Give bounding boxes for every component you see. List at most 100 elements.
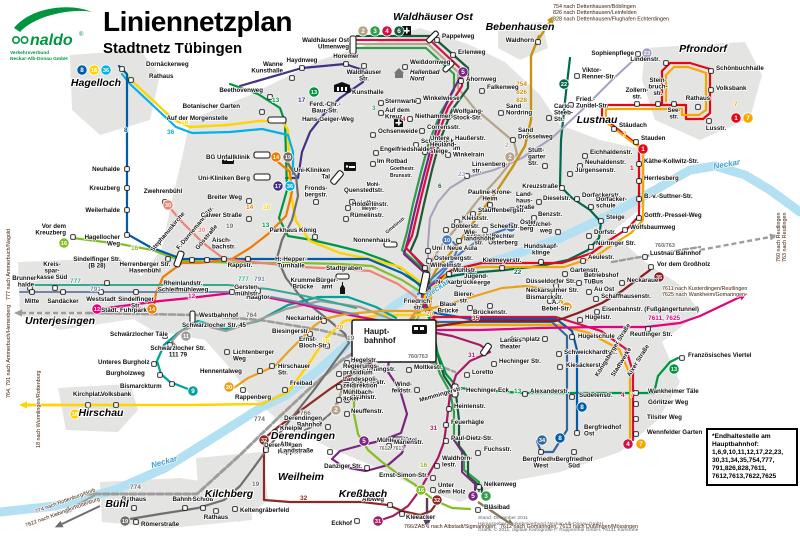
stop-tick (576, 280, 582, 286)
stop-label: Doblerstr. (451, 223, 480, 230)
stop-label: Eisenbahnstr. (Fußgängertunnel) (602, 306, 699, 313)
stop-tick (663, 60, 669, 66)
stop-tick (598, 218, 604, 224)
stop-tick (113, 402, 119, 408)
naldo-logo: naldo ® Verkehrsverbund Neckar-Alb-Donau… (10, 7, 92, 62)
stop-tick (422, 149, 428, 155)
line-badge-number: 30 (165, 203, 171, 209)
line-badge-32 (258, 434, 270, 446)
stop-tick (378, 110, 384, 116)
stop-tick (562, 271, 568, 277)
stop-tick (574, 73, 580, 79)
line-badge-number: 8 (580, 404, 584, 411)
stop-label: Städt. Fuhrpark (101, 307, 147, 314)
stop-label: Hechinger Eck (466, 387, 510, 394)
stop-tick (354, 518, 360, 524)
stop-label: B.-v.-Suttner-Str. (644, 193, 693, 200)
stop-tick (414, 387, 420, 393)
line-35 (398, 268, 652, 331)
stop-label: Ferd.-Chr.-Baur-Str. (309, 101, 340, 114)
stop-label: Lothar-Meyer-Bau (361, 200, 379, 218)
stop-tick (655, 101, 661, 107)
line-badge-number: 31 (375, 519, 381, 525)
stop-label: Schwab-str. (466, 233, 491, 246)
route-arrow (699, 296, 741, 317)
stop-tick (269, 363, 275, 369)
line-badge-4 (381, 25, 393, 37)
line-badge-16 (58, 237, 70, 249)
stop-tick (454, 219, 460, 225)
district-label: Kreßbach (339, 488, 387, 500)
stop-label: Kreuzberg (89, 185, 120, 192)
church-icon (340, 282, 345, 294)
line-number-label: 7611, 7625 (648, 315, 681, 322)
stop-tick (476, 484, 482, 490)
stop-label: Schellingstr. (359, 366, 396, 373)
stop-tick (538, 259, 544, 265)
stop-label: Moltkestr. (414, 364, 443, 371)
stop-label: Albrechtstr. (351, 379, 386, 386)
line-badge-number: 8 (80, 67, 84, 74)
stop-tick (535, 39, 541, 45)
line-badge-32 (431, 494, 443, 506)
route-arrow (69, 494, 96, 510)
line-number-label: 22 (514, 269, 522, 276)
stop-tick (373, 150, 379, 156)
page-title: Liniennetzplan (103, 6, 293, 37)
line-badge-number: 5 (461, 69, 465, 76)
stop-label: Goethestr. (390, 166, 415, 172)
stop-label: Waldhörn-lestr. (442, 455, 472, 468)
line-badge-9 (187, 385, 199, 397)
stop-label: Vor dem Großholz (657, 261, 710, 268)
stop-label: Österbergstr. (434, 255, 473, 262)
stop-tick (531, 215, 537, 221)
stop-tick (399, 511, 405, 517)
stop-tick (571, 449, 577, 455)
stop-tick (415, 98, 421, 104)
stop-tick (245, 256, 251, 262)
stop-tick (708, 68, 714, 74)
stop-label: Französisches Viertel (688, 352, 752, 359)
interchange-bar (392, 436, 406, 444)
stop-label: Neckarbrücke (436, 279, 477, 286)
stop-label: Quenstedtstr. (344, 187, 384, 194)
stop-tick (85, 402, 91, 408)
stop-label: Danziger Str. (324, 463, 362, 470)
line-badge-8 (76, 64, 88, 76)
stop-label: BG Unfallklinik (206, 154, 251, 161)
stop-tick (407, 116, 413, 122)
stop-tick (464, 173, 470, 179)
stop-label: Schloß (193, 496, 214, 503)
stop-label: Falkenweg (487, 84, 519, 91)
stop-label: Hügelstr. (585, 314, 612, 321)
stop-label: Stauffenbergstr. (478, 207, 526, 214)
stop-tick (422, 265, 428, 271)
stop-label: Westbahnhof (199, 312, 239, 319)
stop-tick (487, 303, 493, 309)
stop-label: Biesingerstr. (272, 328, 310, 335)
stop-tick (445, 152, 451, 158)
line-badge-14 (146, 303, 158, 315)
rail-760-763-east (610, 245, 702, 264)
stop-label: Uni-Kliniken Berg (198, 175, 250, 182)
line-badge-number: 16 (61, 241, 67, 247)
line-number-label: 30 (198, 227, 206, 234)
stop-label: Wolfsbaumweg (630, 224, 675, 231)
stop-label: Fuchsstr. (484, 446, 512, 453)
stop-label: Auf der Morgenstelle (166, 115, 228, 122)
stop-label: Bismarckstr. (526, 294, 563, 301)
stop-tick (246, 198, 252, 204)
line-badge-number: 16 (418, 488, 424, 494)
urban-area (58, 384, 138, 432)
line-badge-number: 19 (122, 519, 128, 525)
stop-tick (344, 360, 350, 366)
stop-label: Reutlinger Str. (630, 331, 673, 338)
stop-label: Dorfackerstr. (582, 192, 620, 199)
line-badge-20 (561, 301, 573, 313)
line-badge-22 (558, 78, 570, 90)
stop-tick (559, 185, 565, 191)
line-badge-number: 2 (508, 154, 512, 161)
